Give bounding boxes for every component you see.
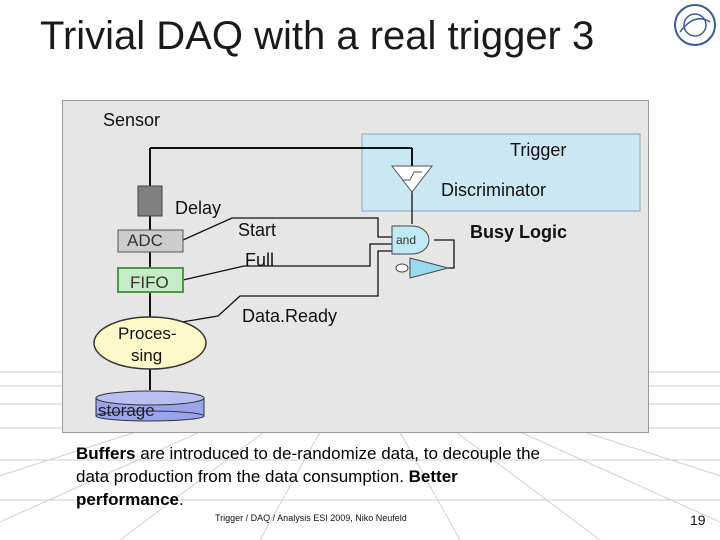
discriminator-label: Discriminator	[441, 180, 547, 200]
storage-bottom	[95, 410, 205, 422]
start-label: Start	[238, 220, 277, 240]
caption-text: Buffers are introduced to de-randomize d…	[76, 442, 546, 511]
processing-label-line1: Proces-	[118, 324, 177, 343]
sensor-label: Sensor	[103, 110, 161, 130]
caption-text-2: .	[178, 490, 184, 509]
busy-amplifier	[409, 257, 450, 279]
storage-top	[95, 390, 205, 406]
slide-title: Trivial DAQ with a real trigger 3	[40, 14, 595, 58]
full-wire	[182, 243, 392, 281]
caption-better-performance: Better performance	[76, 467, 458, 509]
data-ready-wire	[181, 250, 392, 323]
busy-feedback-wire	[434, 239, 455, 269]
caption-text-1: are introduced to de-randomize data, to …	[76, 444, 541, 486]
cern-logo	[674, 4, 716, 46]
and-gate	[391, 225, 430, 255]
and-gate-label: and	[396, 233, 417, 247]
storage-label: storage	[98, 401, 155, 420]
processing-block	[93, 316, 207, 370]
sensor-block	[137, 185, 163, 217]
full-label: Full	[245, 250, 275, 270]
delay-label: Delay	[175, 198, 222, 218]
page-number: 19	[690, 512, 706, 528]
footer-text: Trigger / DAQ / Analysis ESI 2009, Niko …	[215, 513, 407, 523]
caption-buffers: Buffers	[76, 444, 136, 463]
data-ready-label: Data.Ready	[242, 306, 338, 326]
fifo-label: FIFO	[130, 273, 169, 292]
busy-logic-label: Busy Logic	[470, 222, 568, 242]
adc-block	[117, 229, 184, 253]
trigger-label: Trigger	[510, 140, 567, 160]
busy-inverter-bubble	[395, 263, 409, 273]
processing-label-line2: sing	[131, 346, 163, 365]
adc-label: ADC	[127, 231, 163, 250]
start-wire	[182, 217, 392, 241]
fifo-block	[117, 267, 184, 293]
